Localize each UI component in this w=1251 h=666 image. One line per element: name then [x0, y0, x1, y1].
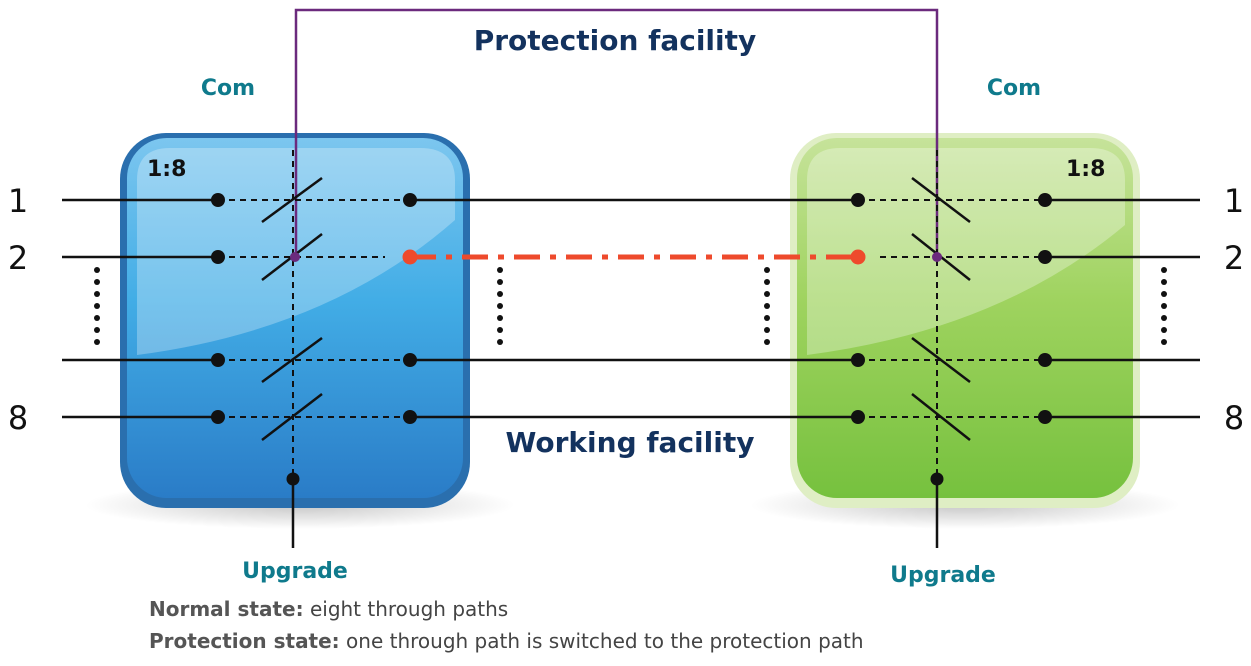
left-ratio-label: 1:8 — [147, 157, 186, 182]
switched-path-left-node — [402, 249, 418, 265]
right-ratio-label: 1:8 — [1066, 157, 1105, 182]
right-upgrade-dot — [930, 472, 944, 486]
left-upgrade-dot — [286, 472, 300, 486]
legend-normal-label: Normal state: — [149, 597, 304, 621]
right-unit — [790, 133, 1140, 508]
left-upgrade-label: Upgrade — [242, 559, 348, 584]
protection-facility-title: Protection facility — [474, 24, 757, 57]
right-channel-label-2: 2 — [1224, 239, 1244, 277]
working-facility-lines — [410, 198, 858, 419]
right-channel-label-1: 1 — [1224, 182, 1244, 220]
left-unit — [120, 133, 470, 508]
switched-path-right-node — [850, 249, 866, 265]
legend-protection-text: one through path is switched to the prot… — [339, 629, 864, 653]
right-upgrade-label: Upgrade — [890, 563, 996, 588]
protection-facility-line — [294, 8, 939, 257]
right-channel-label-8: 8 — [1224, 399, 1244, 437]
working-facility-title: Working facility — [506, 426, 755, 459]
legend-normal: Normal state: eight through paths — [149, 597, 508, 621]
legend-normal-text: eight through paths — [303, 597, 509, 621]
right-channels — [858, 177, 1200, 441]
legend-protection: Protection state: one through path is sw… — [149, 629, 864, 653]
left-channel-label-8: 8 — [8, 399, 28, 437]
left-channel-label-2: 2 — [8, 239, 28, 277]
left-channel-label-1: 1 — [8, 182, 28, 220]
ellipsis-dots — [94, 267, 1167, 345]
legend-protection-label: Protection state: — [149, 629, 340, 653]
left-com-label: Com — [201, 76, 255, 101]
right-channel-nodes — [851, 193, 1052, 424]
left-channels — [62, 176, 410, 441]
right-com-label: Com — [987, 76, 1041, 101]
